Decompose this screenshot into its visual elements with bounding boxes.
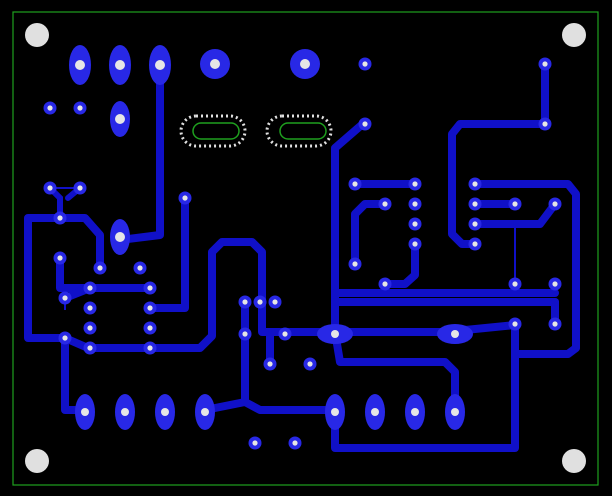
trace (56, 214, 104, 272)
trace (116, 61, 164, 244)
via-drill-hole (382, 281, 388, 287)
via-drill-hole (87, 345, 93, 351)
trace (471, 180, 580, 358)
via-drill-hole (352, 261, 358, 267)
via-drill-hole (352, 181, 358, 187)
via-drill-hole (412, 221, 418, 227)
isolated-pad-outline (179, 114, 247, 148)
via-drill-hole (62, 295, 68, 301)
via-drill-hole (512, 201, 518, 207)
via-drill-hole (147, 345, 153, 351)
drill-hole (201, 408, 209, 416)
drill-hole (75, 60, 85, 70)
trace (146, 194, 189, 312)
via-drill-hole (272, 299, 278, 305)
via-drill-hole (47, 185, 53, 191)
drill-hole (331, 330, 339, 338)
small-pads (43, 57, 562, 450)
via-drill-hole (282, 331, 288, 337)
via-drill-hole (292, 440, 298, 446)
via-drill-hole (47, 105, 53, 111)
via-drill-hole (412, 201, 418, 207)
via-drill-hole (252, 440, 258, 446)
via-drill-hole (472, 181, 478, 187)
drill-hole (161, 408, 169, 416)
via-drill-hole (147, 325, 153, 331)
trace (241, 398, 339, 414)
isolated-pad-inner (279, 122, 327, 140)
via-drill-hole (182, 195, 188, 201)
via-drill-hole (267, 361, 273, 367)
trace (331, 118, 369, 336)
via-drill-hole (242, 299, 248, 305)
drill-hole (210, 59, 220, 69)
trace (56, 254, 154, 292)
mounting-hole-top-right (562, 23, 586, 47)
via-drill-hole (542, 61, 548, 67)
via-drill-hole (512, 281, 518, 287)
via-drill-hole (57, 215, 63, 221)
trace (24, 214, 89, 414)
via-drill-hole (87, 285, 93, 291)
via-drill-hole (412, 181, 418, 187)
drill-hole (331, 408, 339, 416)
via-drill-hole (242, 331, 248, 337)
via-drill-hole (512, 321, 518, 327)
via-drill-hole (552, 281, 558, 287)
via-drill-hole (147, 305, 153, 311)
via-drill-hole (472, 221, 478, 227)
mounting-hole-top-left (25, 23, 49, 47)
via-drill-hole (382, 201, 388, 207)
drill-hole (300, 59, 310, 69)
drill-hole (115, 60, 125, 70)
via-drill-hole (472, 241, 478, 247)
drill-hole (155, 60, 165, 70)
drill-hole (121, 408, 129, 416)
via-drill-hole (77, 105, 83, 111)
trace (351, 200, 389, 268)
drill-hole (115, 114, 125, 124)
drill-hole (451, 330, 459, 338)
via-drill-hole (257, 299, 263, 305)
via-drill-hole (87, 325, 93, 331)
large-pad-drills (75, 59, 459, 416)
drill-hole (81, 408, 89, 416)
drill-hole (371, 408, 379, 416)
via-drill-hole (97, 265, 103, 271)
drill-hole (411, 408, 419, 416)
via-drill-hole (137, 265, 143, 271)
via-drill-hole (472, 201, 478, 207)
drill-hole (451, 408, 459, 416)
via-drill-hole (62, 335, 68, 341)
mounting-hole-bottom-right (562, 449, 586, 473)
via-drill-hole (362, 61, 368, 67)
trace (471, 200, 559, 228)
via-drill-hole (552, 321, 558, 327)
via-drill-hole (147, 285, 153, 291)
mounting-holes (25, 23, 586, 473)
isolated-pad-outline (265, 114, 333, 148)
via-drill-hole (542, 121, 548, 127)
isolated-pads (179, 114, 333, 148)
isolated-pad-inner (192, 122, 240, 140)
trace (381, 240, 419, 288)
via-drill-hole (87, 305, 93, 311)
drill-hole (115, 232, 125, 242)
trace (331, 328, 459, 414)
board-outline (12, 11, 599, 486)
via-drill-hole (77, 185, 83, 191)
via-drill-hole (307, 361, 313, 367)
via-drill-hole (552, 201, 558, 207)
via-drill-hole (362, 121, 368, 127)
via-drill-hole (412, 241, 418, 247)
mounting-hole-bottom-left (25, 449, 49, 473)
via-drill-hole (57, 255, 63, 261)
